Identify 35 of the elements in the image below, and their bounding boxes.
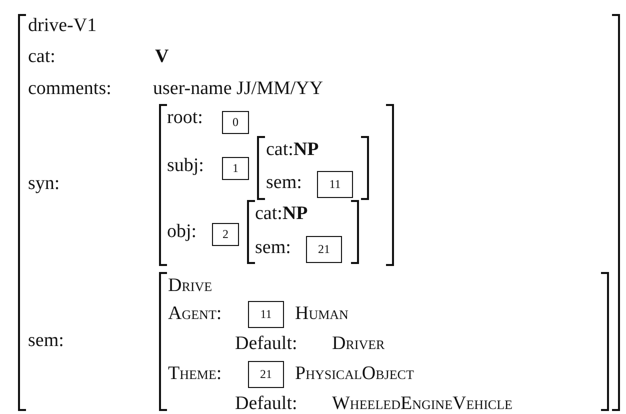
attribute-value-matrix — [159, 104, 394, 266]
semantic-type-label: Agent: — [168, 303, 222, 325]
attribute-value-matrix — [18, 14, 620, 411]
feature-label: Default: — [235, 393, 298, 414]
semantic-type-label: Human — [295, 303, 348, 325]
coindex-box: 1 — [222, 157, 249, 180]
attribute-value-matrix — [257, 136, 369, 200]
feature-label: cat:NP — [266, 139, 319, 161]
feature-label: cat: — [28, 46, 56, 68]
semantic-type-label: WheeledEngineVehicle — [332, 393, 512, 414]
feature-label: V — [155, 46, 169, 68]
feature-label: subj: — [167, 155, 204, 177]
coindex-box: 0 — [222, 111, 249, 134]
semantic-type-label: PhysicalObject — [295, 363, 414, 385]
coindex-box: 11 — [317, 171, 353, 198]
feature-label: user-name JJ/MM/YY — [153, 78, 324, 100]
coindex-box: 11 — [248, 301, 284, 328]
feature-label: sem: — [255, 237, 291, 259]
attribute-value-matrix — [247, 200, 359, 264]
feature-label: drive-V1 — [28, 15, 97, 37]
coindex-box: 21 — [306, 236, 342, 263]
coindex-box: 2 — [212, 223, 239, 246]
feature-label: cat:NP — [255, 203, 308, 225]
feature-label: sem: — [266, 172, 302, 194]
semantic-type-label: Theme: — [168, 363, 222, 385]
semantic-type-label: Driver — [332, 333, 385, 355]
feature-label: sem: — [28, 330, 64, 352]
attribute-value-matrix — [159, 272, 609, 411]
semantic-type-label: Drive — [168, 275, 212, 297]
coindex-box: 21 — [248, 361, 284, 388]
feature-label: root: — [167, 107, 203, 129]
feature-label: Default: — [235, 333, 298, 355]
feature-label: comments: — [28, 78, 112, 100]
feature-label: syn: — [28, 173, 60, 195]
feature-label: obj: — [167, 221, 197, 243]
